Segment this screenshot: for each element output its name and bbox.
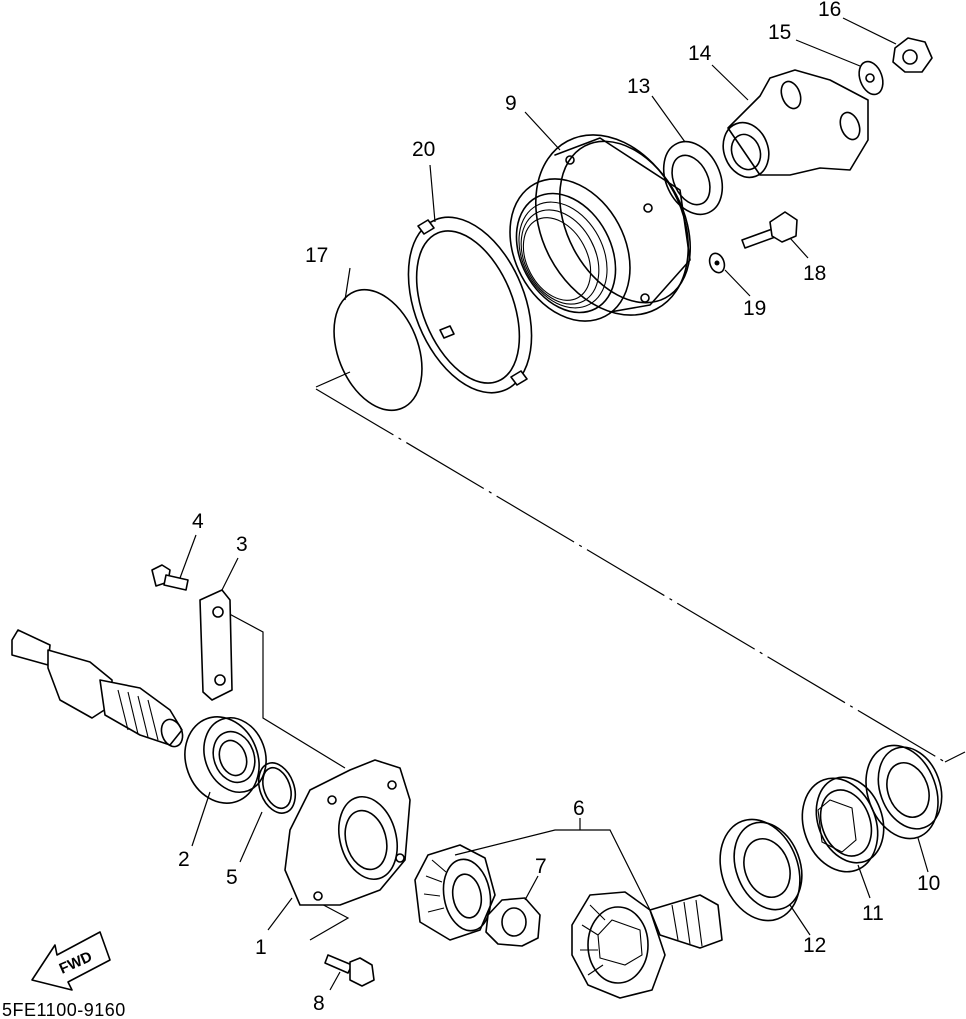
callout-12: 12 <box>803 934 826 957</box>
part-12-bearing <box>719 818 803 922</box>
part-11-sleeve <box>801 776 885 873</box>
part-15-washer <box>858 60 884 96</box>
callout-9: 9 <box>505 92 517 115</box>
callout-numbers: 1 2 3 4 5 6 7 8 9 10 11 12 13 14 15 16 1… <box>178 0 940 1015</box>
part-5-oring <box>257 762 297 814</box>
part-7-nut <box>485 897 541 947</box>
part-4-screw <box>151 564 189 591</box>
part-2-bearing <box>184 716 267 804</box>
part-13-oil-seal <box>662 140 724 216</box>
callout-18: 18 <box>803 262 826 285</box>
callout-15: 15 <box>768 21 791 44</box>
callout-14: 14 <box>688 42 712 65</box>
callout-13: 13 <box>627 75 650 98</box>
leader-lines <box>179 17 929 991</box>
drive-shaft <box>11 629 184 748</box>
callout-8: 8 <box>313 992 325 1015</box>
part-3-plate <box>199 589 233 701</box>
fwd-arrow-icon: FWD <box>31 931 111 991</box>
assembly-guide-lines <box>221 371 966 941</box>
callout-5: 5 <box>226 866 238 889</box>
callout-11: 11 <box>862 902 884 925</box>
callout-2: 2 <box>178 848 190 871</box>
part-1-flange <box>284 759 411 906</box>
callout-10: 10 <box>917 872 940 895</box>
part-8-bolt <box>324 954 375 987</box>
part-14-yoke <box>722 69 869 179</box>
part-9-housing <box>509 134 692 322</box>
callout-4: 4 <box>192 510 204 533</box>
callout-17: 17 <box>305 244 328 267</box>
part-18-bolt <box>741 211 798 249</box>
callout-20: 20 <box>412 138 435 161</box>
callout-6: 6 <box>573 797 585 820</box>
part-6-gear-set <box>414 844 723 999</box>
drawing-code: 5FE1100-9160 <box>2 1000 126 1019</box>
callout-16: 16 <box>818 0 841 21</box>
part-20-shim <box>407 216 533 394</box>
part-17-gasket <box>333 288 423 412</box>
part-10-bearing <box>865 744 943 840</box>
part-16-nut <box>892 37 933 73</box>
callout-19: 19 <box>743 297 766 320</box>
callout-1: 1 <box>255 936 267 959</box>
callout-7: 7 <box>535 855 547 878</box>
callout-3: 3 <box>236 533 248 556</box>
part-19-washer <box>708 252 726 274</box>
